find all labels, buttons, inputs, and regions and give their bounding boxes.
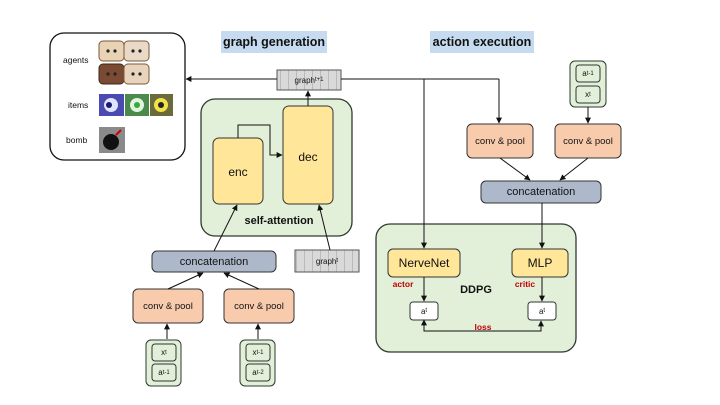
- enc-label: enc: [228, 165, 248, 179]
- legend-agents-label: agents: [63, 55, 89, 65]
- conv-pool-label-3: conv & pool: [475, 135, 525, 147]
- mlp-label: MLP: [527, 256, 553, 270]
- agent-icons: [98, 40, 150, 85]
- conv-pool-label-1: conv & pool: [143, 300, 193, 312]
- graph-generation-title: graph generation: [221, 31, 327, 53]
- concatenation-right-label: concatenation: [506, 186, 576, 198]
- dec-label: dec: [298, 150, 318, 164]
- conv-pool-label-2: conv & pool: [234, 300, 284, 312]
- ddpg-label: DDPG: [460, 284, 492, 296]
- legend-items-label: items: [68, 100, 89, 110]
- concatenation-right-box: [480, 180, 602, 204]
- actor-label: actor: [392, 279, 414, 289]
- legend-bomb-label: bomb: [66, 135, 88, 145]
- bomb-icon: [99, 127, 125, 153]
- concatenation-left-label: concatenation: [179, 255, 249, 268]
- conv-pool-label-4: conv & pool: [563, 135, 613, 147]
- critic-label: critic: [514, 279, 536, 289]
- item-icons: [99, 94, 173, 116]
- self-attention-label: self-attention: [244, 215, 314, 227]
- nervenet-label: NerveNet: [398, 256, 450, 270]
- action-execution-title: action execution: [430, 31, 534, 53]
- graph-next-box: [276, 69, 342, 91]
- loss-label: loss: [474, 322, 492, 332]
- arrows: [164, 76, 591, 339]
- graph-current-box: [294, 249, 360, 273]
- mlp-box: [511, 248, 569, 278]
